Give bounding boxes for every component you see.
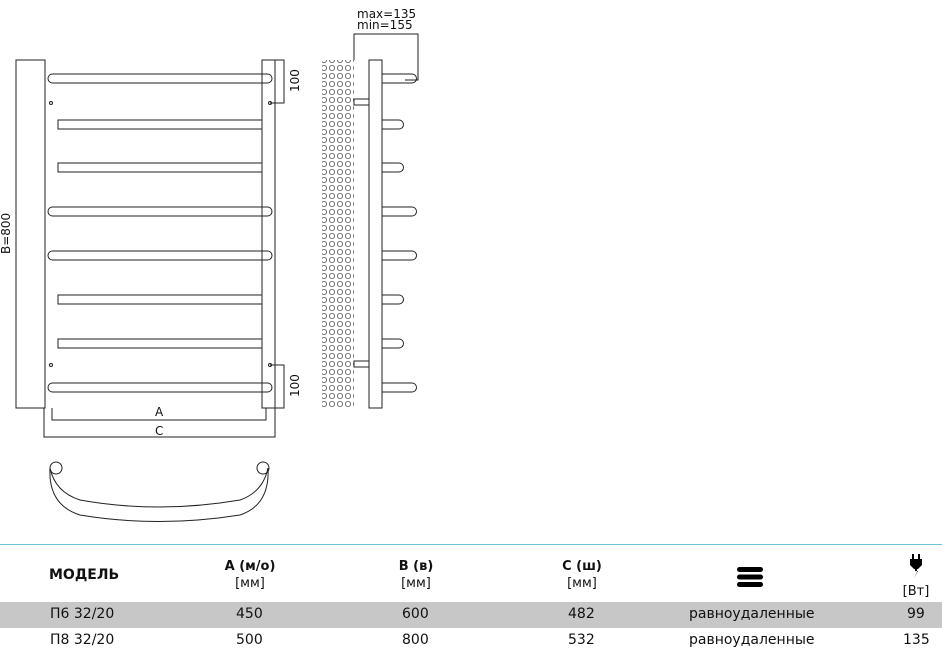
row-arrangement: равноудаленные xyxy=(689,606,815,622)
table-top-line xyxy=(0,544,942,545)
header-model: МОДЕЛЬ xyxy=(49,567,120,583)
row-c: 482 xyxy=(568,606,595,622)
table-row: П8 32/20 500 800 532 равноудаленные 135 xyxy=(0,628,942,654)
row-model: П6 32/20 xyxy=(50,606,115,622)
header-b-unit: [мм] xyxy=(401,576,431,591)
header-power: [Вт] xyxy=(896,554,936,600)
dim-a-label: A xyxy=(155,405,164,419)
side-view xyxy=(322,33,419,409)
header-b: В (в) [мм] xyxy=(366,558,466,592)
front-view xyxy=(15,59,285,438)
dim-b-label: B=800 xyxy=(0,213,13,254)
max-label: max=135 xyxy=(357,7,416,21)
row-model: П8 32/20 xyxy=(50,632,115,648)
header-c-title: С (ш) xyxy=(562,559,602,574)
row-arrangement: равноудаленные xyxy=(689,632,815,648)
row-b: 600 xyxy=(402,606,429,622)
table-header: МОДЕЛЬ А (м/о) [мм] В (в) [мм] С (ш) [мм… xyxy=(0,548,942,602)
header-c-unit: [мм] xyxy=(567,576,597,591)
row-b: 800 xyxy=(402,632,429,648)
header-b-title: В (в) xyxy=(398,559,434,574)
header-power-unit: [Вт] xyxy=(902,584,930,599)
plug-icon xyxy=(910,554,922,578)
header-c: С (ш) [мм] xyxy=(532,558,632,592)
top-view xyxy=(49,461,270,522)
dim-c-label: C xyxy=(155,424,163,438)
row-a: 500 xyxy=(236,632,263,648)
row-power: 99 xyxy=(907,606,925,622)
min-label: min=155 xyxy=(357,18,413,32)
header-a-unit: [мм] xyxy=(235,576,265,591)
row-power: 135 xyxy=(903,632,930,648)
header-a: А (м/о) [мм] xyxy=(200,558,300,592)
header-a-title: А (м/о) xyxy=(224,559,276,574)
row-a: 450 xyxy=(236,606,263,622)
row-c: 532 xyxy=(568,632,595,648)
dim-bottom-label: 100 xyxy=(288,374,302,397)
dim-top-label: 100 xyxy=(288,69,302,92)
three-bars-icon xyxy=(737,567,763,592)
technical-drawing: 100 100 B=800 A C max=135 min=155 xyxy=(0,7,419,522)
table-row: П6 32/20 450 600 482 равноудаленные 99 xyxy=(0,602,942,628)
